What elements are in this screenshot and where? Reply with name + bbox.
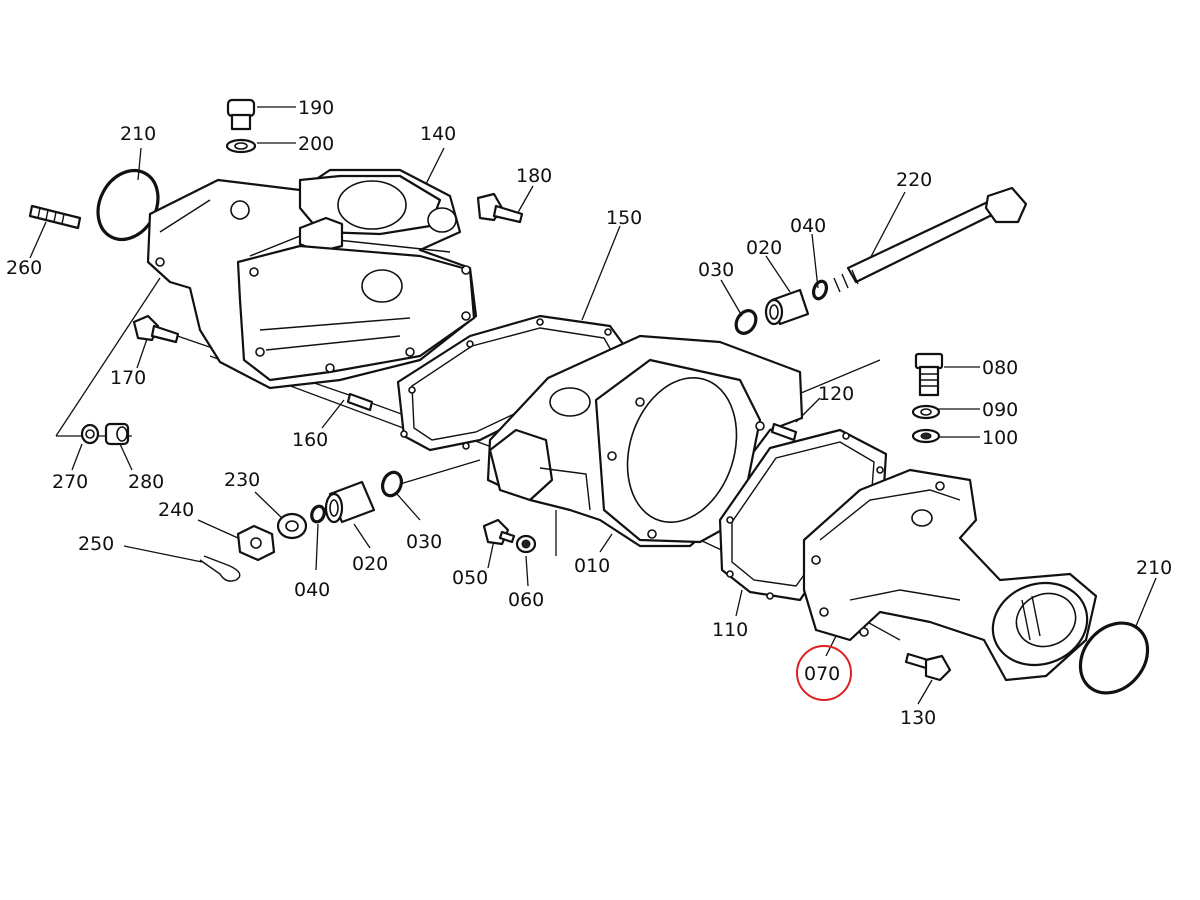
part-090-nut — [911, 404, 941, 420]
callout-060: 060 — [508, 589, 544, 611]
part-220-shaft — [833, 186, 1028, 293]
callout-030-upper: 030 — [698, 259, 734, 281]
part-020-bushing-lower — [324, 480, 376, 524]
callout-160: 160 — [292, 429, 328, 451]
part-010-main-housing — [486, 334, 804, 548]
part-250-cotter-pin — [199, 555, 241, 582]
callout-170: 170 — [110, 367, 146, 389]
part-210-o-ring-right — [1078, 621, 1150, 695]
part-230-washer — [276, 512, 308, 540]
part-240-castle-nut — [236, 524, 276, 562]
callout-070: 070 — [804, 663, 840, 685]
callout-240: 240 — [158, 499, 194, 521]
callout-140: 140 — [420, 123, 456, 145]
callout-280: 280 — [128, 471, 164, 493]
part-140-housing — [146, 168, 478, 390]
part-070-axle-case — [802, 468, 1098, 682]
part-270-nut — [80, 423, 100, 445]
callout-090: 090 — [982, 399, 1018, 421]
part-100-washer — [911, 428, 941, 444]
callout-250: 250 — [78, 533, 114, 555]
part-200-washer — [225, 138, 257, 154]
part-120-pin — [770, 422, 798, 442]
callout-030-lower: 030 — [406, 531, 442, 553]
callout-130: 130 — [900, 707, 936, 729]
callout-020-upper: 020 — [746, 237, 782, 259]
part-050-bolt — [482, 518, 516, 546]
part-040-snap-ring-lower — [310, 504, 326, 524]
callout-100: 100 — [982, 427, 1018, 449]
callout-labels: 190 200 210 140 180 260 150 220 040 020 … — [6, 97, 1172, 729]
callout-200: 200 — [298, 133, 334, 155]
highlight-circle-070 — [796, 645, 852, 701]
callout-150: 150 — [606, 207, 642, 229]
callout-210-right: 210 — [1136, 557, 1172, 579]
callout-020-lower: 020 — [352, 553, 388, 575]
part-190-plug — [226, 98, 256, 131]
part-060-washer — [515, 534, 537, 554]
part-030-o-ring-upper — [734, 309, 758, 335]
callout-190: 190 — [298, 97, 334, 119]
part-170-bolt — [132, 314, 180, 344]
callout-260: 260 — [6, 257, 42, 279]
part-260-stud — [28, 204, 82, 230]
callout-040-upper: 040 — [790, 215, 826, 237]
part-020-bushing-upper — [764, 288, 810, 326]
callout-040-lower: 040 — [294, 579, 330, 601]
callout-270: 270 — [52, 471, 88, 493]
callout-220: 220 — [896, 169, 932, 191]
part-160-pin — [346, 392, 374, 412]
callout-080: 080 — [982, 357, 1018, 379]
callout-050: 050 — [452, 567, 488, 589]
callout-010: 010 — [574, 555, 610, 577]
callout-210-left: 210 — [120, 123, 156, 145]
part-150-gasket — [396, 314, 628, 452]
part-080-bolt — [914, 352, 944, 397]
callout-110: 110 — [712, 619, 748, 641]
part-130-bolt — [904, 652, 952, 682]
callout-180: 180 — [516, 165, 552, 187]
part-280-cap — [104, 422, 130, 446]
part-030-o-ring-lower — [380, 470, 404, 498]
callout-120: 120 — [818, 383, 854, 405]
part-180-bolt — [476, 192, 524, 224]
part-040-snap-ring-upper — [811, 279, 829, 301]
callout-230: 230 — [224, 469, 260, 491]
